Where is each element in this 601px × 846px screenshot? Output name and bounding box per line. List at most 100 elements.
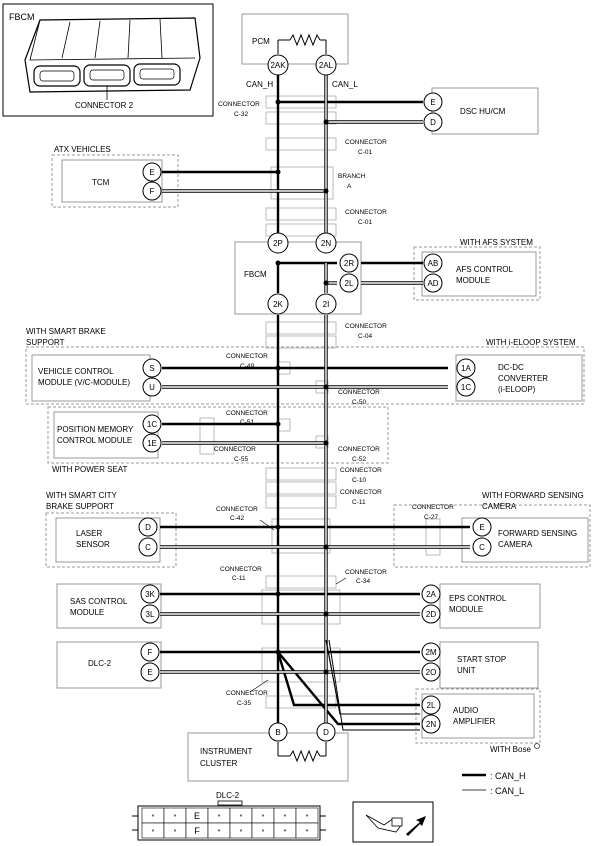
c11a-id: C-11 (352, 499, 366, 506)
pin-afs-ad: AD (427, 279, 438, 288)
c01b-word: CONNECTOR (345, 209, 387, 216)
pin-fsc-c: C (479, 543, 485, 552)
dlc2-cavity-label: * (218, 829, 221, 836)
dlc2-cavity-label: * (152, 829, 155, 836)
afs-label-2: MODULE (456, 276, 490, 285)
c49-id: C-49 (240, 363, 254, 370)
ssu-label-2: UNIT (457, 666, 476, 675)
afs-label-1: AFS CONTROL (456, 265, 513, 274)
c49-word: CONNECTOR (226, 353, 268, 360)
pin-dlc-f: F (148, 648, 153, 657)
pcm-termination-resistor (277, 33, 327, 54)
dlc2-cavity-label: * (306, 829, 309, 836)
pin-tcm-e: E (149, 168, 154, 177)
pin-ssu-2o: 2O (426, 668, 437, 677)
legend-can-l: : CAN_L (490, 786, 524, 796)
c55-id: C-55 (234, 456, 248, 463)
registered-mark-icon (534, 743, 540, 749)
pin-fbcm-2i: 2I (323, 300, 330, 309)
pin-aud-2l: 2L (427, 701, 436, 710)
atx-group-label: ATX VEHICLES (54, 145, 111, 154)
c52-id: C-52 (352, 456, 366, 463)
dlc2-connector-face: DLC-2 **E*******F***** (132, 791, 326, 841)
fsc-label-1: FORWARD SENSING (498, 529, 577, 538)
c01b-id: C-01 (358, 219, 372, 226)
ic-label-1: INSTRUMENT (200, 747, 253, 756)
dlc2-label: DLC-2 (88, 659, 112, 668)
vcm-label-2: MODULE (V/C-MODULE) (38, 378, 130, 387)
audio-label-1: AUDIO (453, 706, 478, 715)
c11a-word: CONNECTOR (340, 489, 382, 496)
c32-id: C-32 (234, 111, 248, 118)
fsc-label-2: CAMERA (498, 540, 533, 549)
pin-tcm-f: F (150, 187, 155, 196)
dc-dc-converter-box (455, 354, 583, 402)
can-l-label: CAN_L (332, 80, 358, 89)
eps-label-2: MODULE (449, 605, 483, 614)
position-memory-module-box (53, 411, 159, 459)
scbs-group-label-1: WITH SMART BRAKE (26, 327, 106, 336)
c35-id: C-35 (237, 700, 251, 707)
bose-group-label: WITH Bose (490, 745, 531, 754)
eps-label-1: EPS CONTROL (449, 594, 507, 603)
sas-label-1: SAS CONTROL (70, 597, 128, 606)
c50-word: CONNECTOR (338, 389, 380, 396)
smart-city-brake-group (45, 512, 177, 568)
pin-laser-d: D (145, 523, 151, 532)
power-seat-group (47, 406, 389, 464)
pin-sas-3k: 3K (145, 590, 155, 599)
fsc-group-label-1: WITH FORWARD SENSING (482, 491, 584, 500)
eps-control-module-box (439, 583, 541, 629)
pin-dsc-e: E (430, 98, 435, 107)
pin-fbcm-2r: 2R (344, 259, 354, 268)
pin-dcdc-1c: 1C (461, 383, 471, 392)
branch-word: BRANCH (338, 173, 366, 180)
dlc2-cavity-label: * (262, 814, 265, 821)
vcm-label-1: VEHICLE CONTROL (38, 367, 114, 376)
audio-amplifier-box (421, 693, 535, 739)
connector-2-label: CONNECTOR 2 (75, 101, 134, 110)
dlc2-cavity-label: F (194, 826, 200, 836)
pin-laser-c: C (145, 543, 151, 552)
legend-can-h: : CAN_H (490, 771, 526, 781)
pin-pcm-2ak: 2AK (270, 61, 286, 70)
c01a-id: C-01 (358, 149, 372, 156)
audio-label-2: AMPLIFIER (453, 717, 495, 726)
can-h-label: CAN_H (246, 80, 273, 89)
start-stop-unit-box (439, 641, 539, 689)
city-group-label-1: WITH SMART CITY (46, 491, 117, 500)
atx-vehicles-group (51, 154, 179, 208)
dcdc-label-1: DC-DC (498, 363, 524, 372)
pin-fbcm-2k: 2K (273, 300, 283, 309)
c27-word: CONNECTOR (412, 504, 454, 511)
dlc2-cavity-label: * (174, 814, 177, 821)
city-group-label-2: BRAKE SUPPORT (46, 502, 114, 511)
pin-pm-1c: 1C (147, 420, 157, 429)
c51-id: C-51 (240, 419, 254, 426)
c04-id: C-04 (358, 333, 372, 340)
dlc2-cavity-label: * (262, 829, 265, 836)
ssu-label-1: START STOP (457, 655, 506, 664)
dlc2-cavity-label: * (306, 814, 309, 821)
c10-word: CONNECTOR (340, 467, 382, 474)
pin-dlc-e: E (147, 668, 152, 677)
dsc-label: DSC HU/CM (460, 107, 506, 116)
pin-pm-1e: 1E (147, 439, 157, 448)
ic-termination-resistor (277, 742, 327, 763)
fbcm-picture-title: FBCM (9, 12, 35, 22)
c42-word: CONNECTOR (216, 506, 258, 513)
dlc2-cavity-label: * (240, 814, 243, 821)
c27-id: C-27 (424, 514, 438, 521)
pin-ic-d: D (323, 728, 329, 737)
pin-vcm-u: U (149, 383, 155, 392)
c42-id: C-42 (230, 515, 244, 522)
smart-brake-and-ieloop-group (25, 346, 585, 405)
c55-word: CONNECTOR (214, 446, 256, 453)
bose-group (415, 688, 541, 744)
scbs-group-label-2: SUPPORT (26, 338, 65, 347)
pin-fbcm-2p: 2P (273, 239, 283, 248)
can-h-wiring (160, 75, 470, 726)
pin-ssu-2m: 2M (425, 648, 436, 657)
dlc2-cavity (295, 822, 319, 839)
dcdc-label-3: (i-ELOOP) (498, 385, 536, 394)
